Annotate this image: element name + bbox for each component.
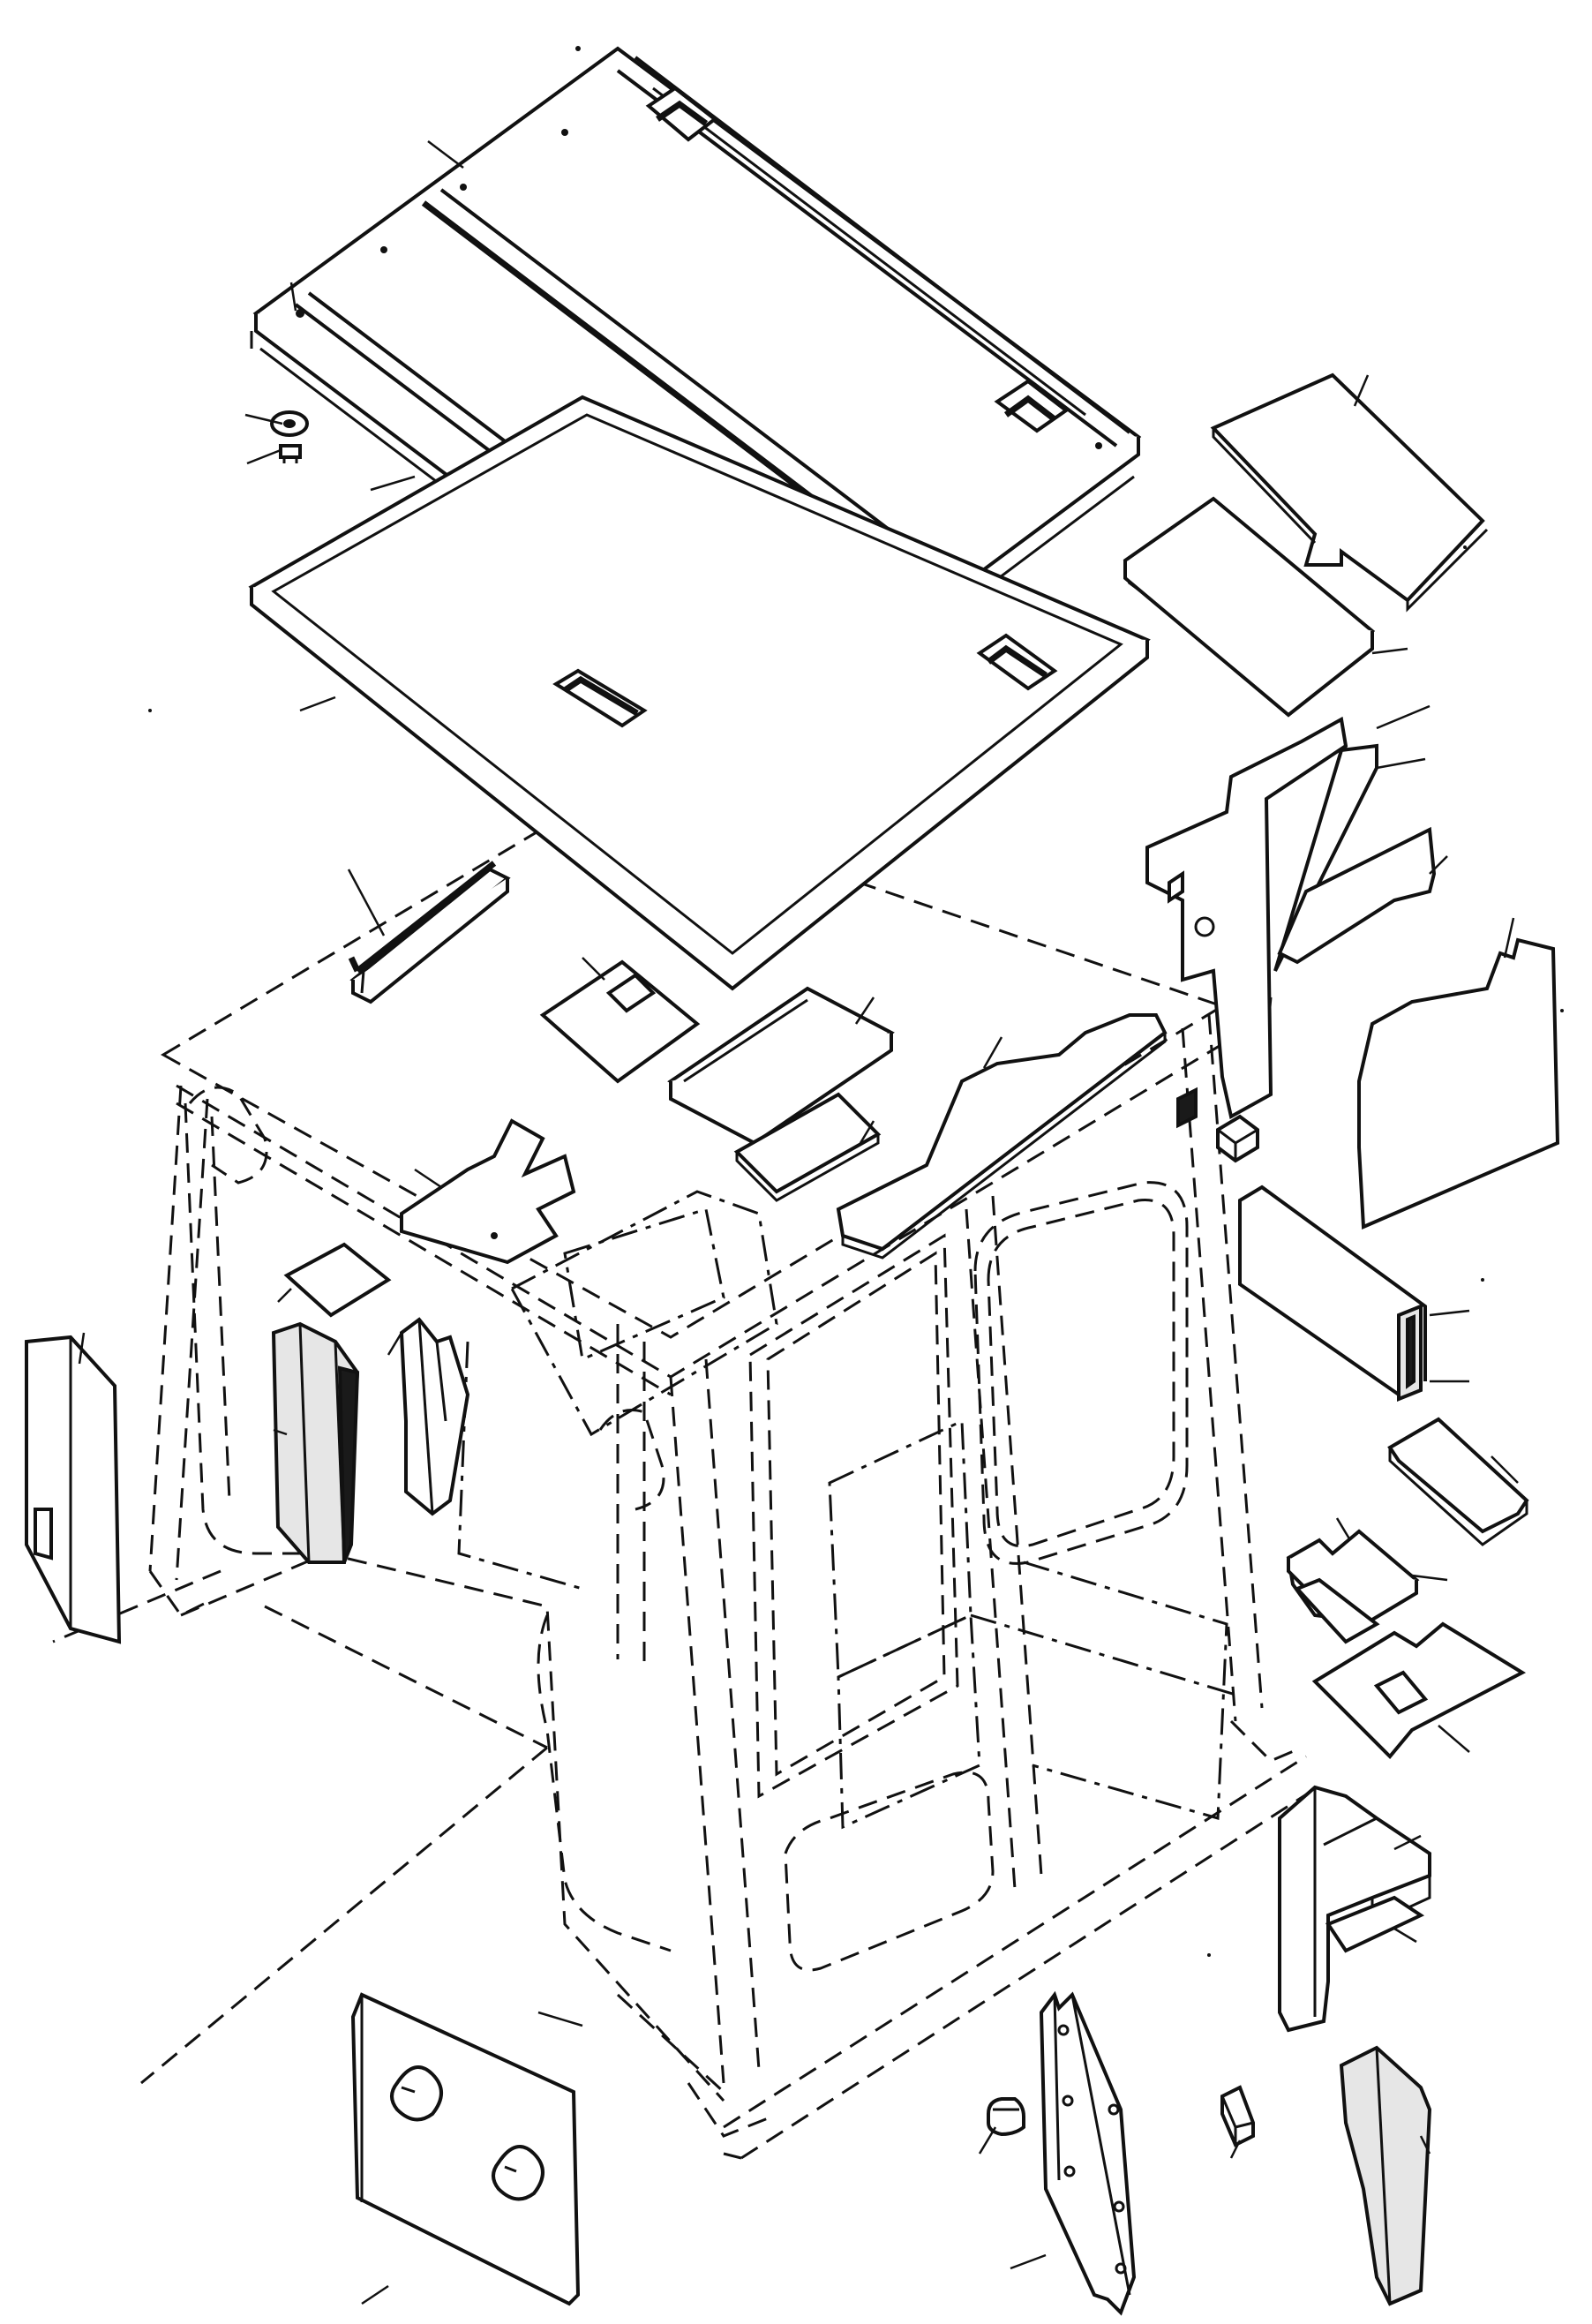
right-strip-panel <box>1238 1185 1427 1402</box>
rear-panel-two-holes <box>350 1992 581 2306</box>
right-pad-flat <box>1387 1417 1529 1546</box>
bolt <box>279 444 302 463</box>
cab-frame <box>52 793 1311 2160</box>
roof-liner <box>248 395 1151 991</box>
pillar-trim-mid <box>399 1317 470 1516</box>
right-pad-large <box>1357 937 1560 1230</box>
right-pad-second <box>1123 496 1376 718</box>
rear-bolt <box>987 2097 1025 2137</box>
right-block <box>1216 1114 1259 1163</box>
right-pad-top <box>1210 372 1489 613</box>
scan-specks <box>148 46 1564 1957</box>
roof-pad-square <box>539 959 701 1084</box>
corner-trim <box>1339 2045 1432 2306</box>
pillar-trim-left <box>271 1321 360 1564</box>
roof-pad-left <box>400 1118 576 1265</box>
left-pad-small <box>283 1242 392 1318</box>
rear-door-panel <box>1039 1990 1137 2316</box>
washer <box>270 410 309 437</box>
roof-pad-small <box>733 1092 882 1202</box>
right-pad-window <box>1311 1621 1527 1759</box>
corner-pad <box>1278 1785 1431 2033</box>
leader-lines <box>78 140 1519 2305</box>
bottom-block <box>1220 2085 1255 2147</box>
left-wall-panel <box>25 1335 122 1644</box>
roof-pad-long <box>836 1013 1168 1260</box>
roof-pad-raised <box>667 986 895 1146</box>
right-pad-step <box>1286 1529 1420 1644</box>
front-bar <box>348 861 511 1004</box>
right-pad-diag <box>1277 826 1437 965</box>
